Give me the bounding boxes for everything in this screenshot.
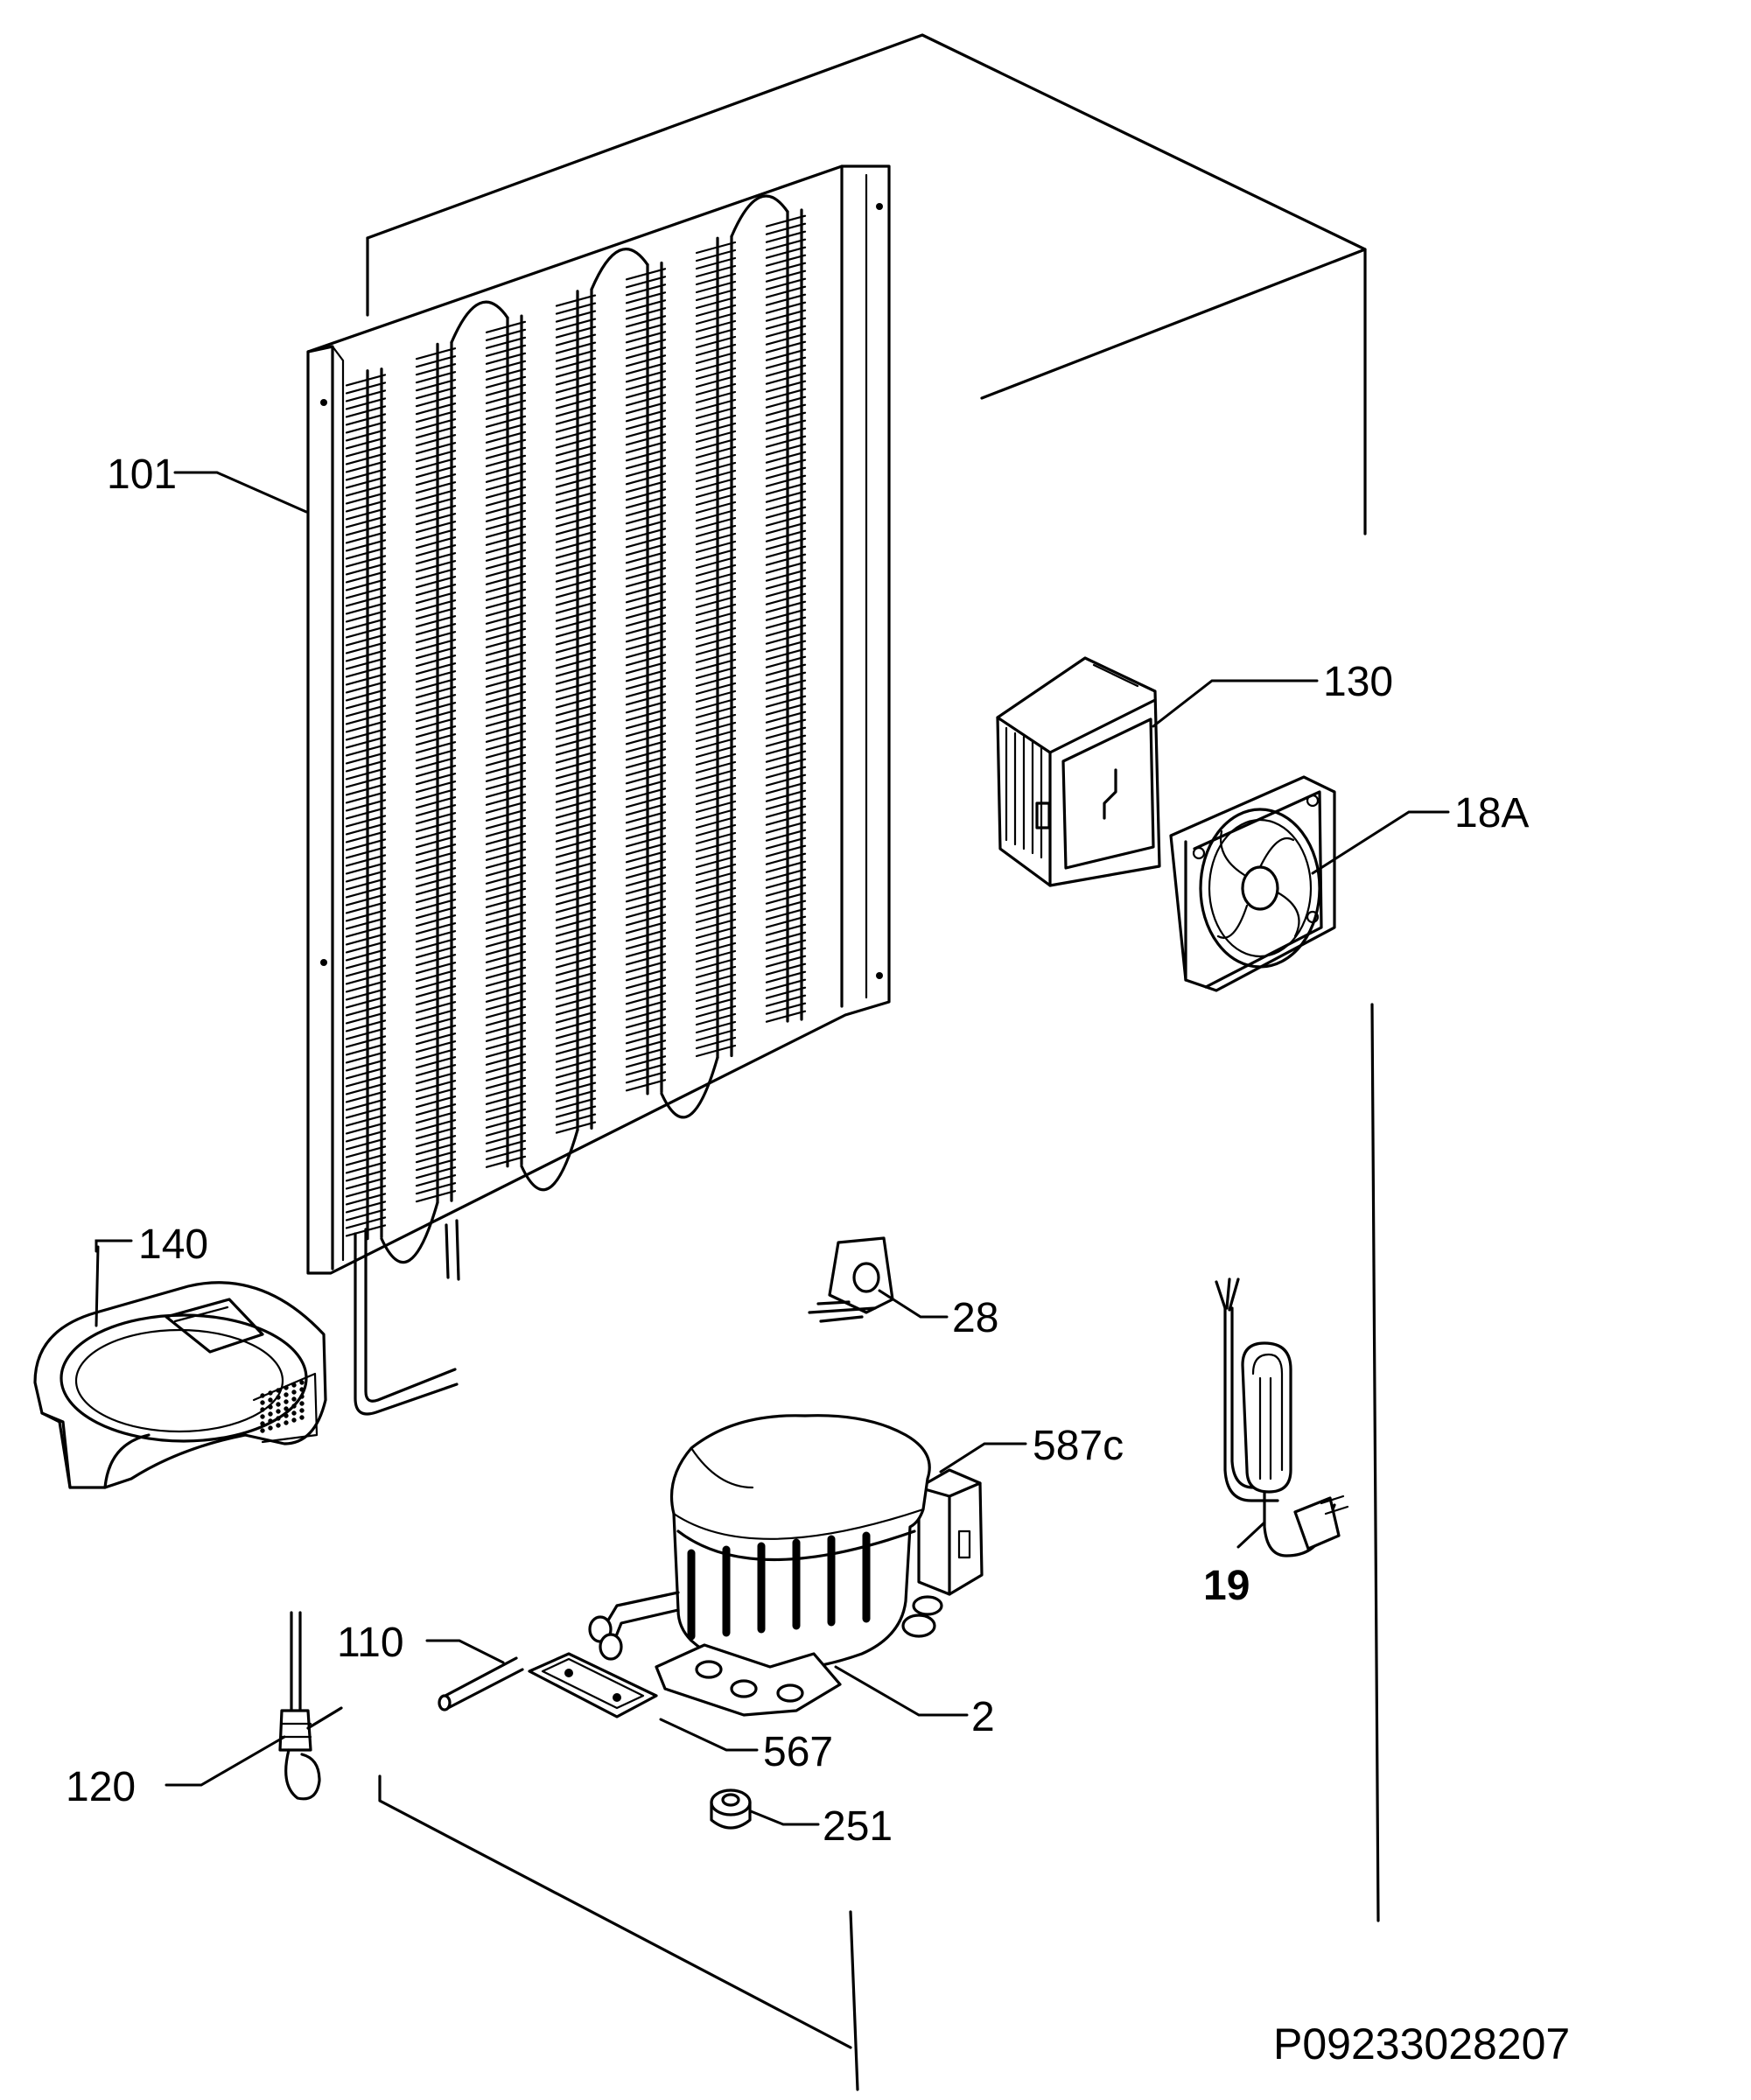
dryer-filter [278, 1611, 343, 1801]
mounting-bracket [528, 1652, 658, 1718]
cabinet-outline [366, 33, 1380, 2091]
callout-251: 251 [823, 1803, 893, 1850]
callout-130: 130 [1323, 659, 1393, 705]
compressor [588, 1414, 984, 1717]
rubber-grommet [710, 1788, 752, 1830]
drawing-code: P09233028207 [1273, 2020, 1570, 2068]
callout-labels: 101 130 18A 140 28 587c 19 110 2 567 120… [66, 452, 1529, 1850]
power-cord [1215, 1278, 1349, 1558]
sensor-bracket [808, 1236, 894, 1323]
callout-140: 140 [138, 1222, 208, 1268]
callout-18a: 18A [1454, 790, 1529, 836]
callout-587c: 587c [1033, 1423, 1124, 1469]
callout-28: 28 [952, 1295, 998, 1341]
callout-567: 567 [763, 1729, 833, 1775]
fan-shroud [996, 656, 1161, 887]
callout-110: 110 [337, 1620, 404, 1666]
callout-2: 2 [971, 1694, 995, 1740]
leader-lines [95, 471, 1450, 1826]
callout-120: 120 [66, 1764, 136, 1810]
drip-tray [33, 1281, 327, 1489]
callout-19: 19 [1203, 1563, 1250, 1609]
condenser-fan [1169, 775, 1336, 992]
callout-101: 101 [107, 452, 177, 498]
process-tube [438, 1656, 524, 1712]
condenser [306, 164, 891, 1416]
